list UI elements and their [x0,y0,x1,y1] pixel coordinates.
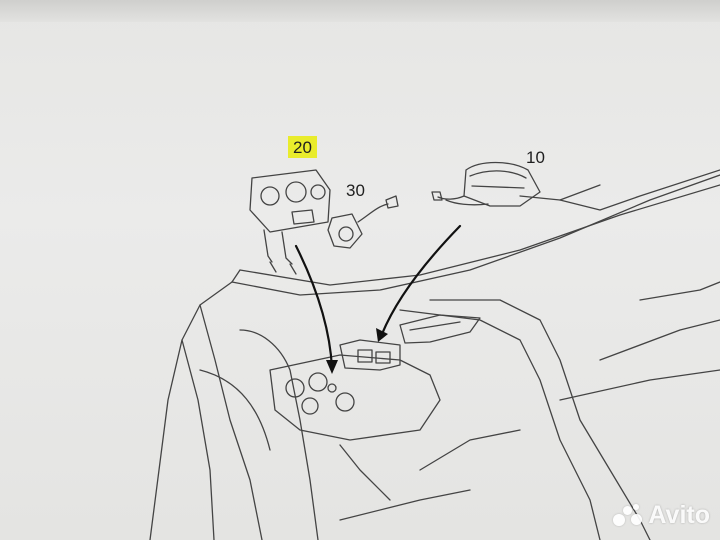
avito-watermark-text: Avito [648,501,710,529]
callout-part-30: 30 [346,181,365,200]
callout-part-20: 20 [288,136,317,158]
arrow-part-20 [294,244,334,370]
part-20-switch-panel [249,169,331,275]
center-console [269,314,481,441]
avito-logo-icon [613,503,643,528]
part-30-switch [327,195,399,249]
leader-arrows [294,224,462,370]
dashboard-outline [149,169,720,540]
avito-watermark: Avito [613,501,710,530]
arrow-part-10 [380,224,462,336]
arrow-head-part-20 [326,360,338,374]
callout-part-10: 10 [526,148,545,167]
part-10-overhead-unit [431,161,541,207]
monitor-top-edge [0,0,720,22]
arrow-head-part-10 [376,328,388,342]
